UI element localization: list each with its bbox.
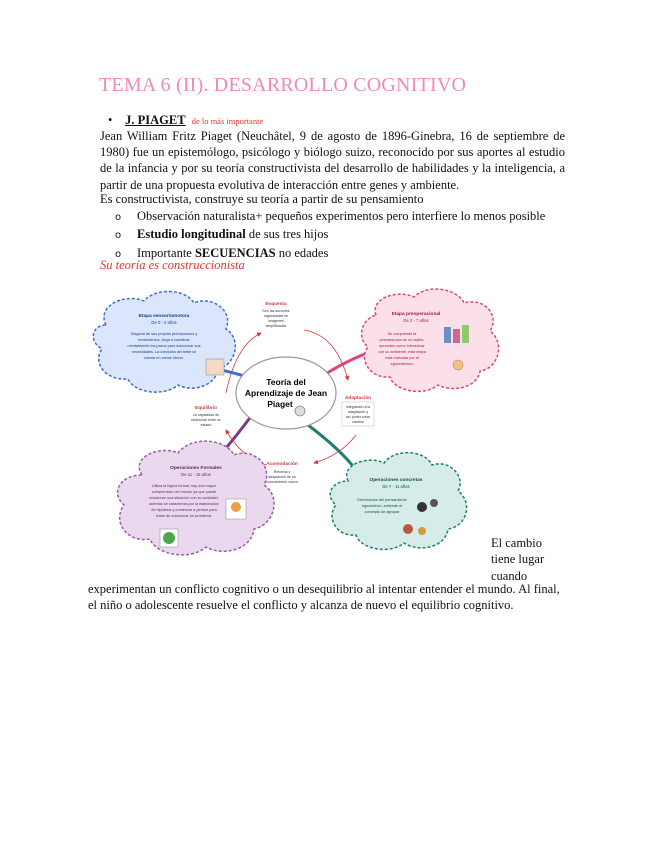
svg-text:con su ambiente, esta etapa: con su ambiente, esta etapa <box>378 350 427 354</box>
svg-text:De 11 - 15 años: De 11 - 15 años <box>181 472 211 477</box>
children-image-icon <box>403 499 438 535</box>
svg-text:así poder crear: así poder crear <box>346 415 371 419</box>
piaget-heading: J. PIAGET <box>125 113 186 127</box>
piaget-mind-map: Teoría del Aprendizaje de Jean Piaget Et… <box>92 288 500 556</box>
circle-bullet-icon: o <box>115 230 122 242</box>
svg-text:de hipótesis y comenzar a pens: de hipótesis y comenzar a pensar para <box>151 508 217 512</box>
svg-text:mentalmente los pasos para sol: mentalmente los pasos para solucionar su… <box>127 344 200 348</box>
svg-text:comprensión del mundo ya que p: comprensión del mundo ya que puede <box>152 490 217 494</box>
svg-text:organizadas en: organizadas en <box>264 314 289 318</box>
svg-text:cambio: cambio <box>352 420 364 424</box>
bullet-dot-icon: • <box>108 113 113 127</box>
svg-text:Adaptación: Adaptación <box>345 395 371 401</box>
biography-paragraph: Jean William Fritz Piaget (Neuchâtel, 9 … <box>100 129 565 192</box>
svg-text:Utiliza la lógica formal, hay: Utiliza la lógica formal, hay una mayor <box>152 484 217 488</box>
svg-text:aprenden como interactuar: aprenden como interactuar <box>379 344 425 348</box>
box-acomodacion: Acomodación Reforma y adaptación de un c… <box>266 461 298 484</box>
svg-text:cuenta en varios ritmos.: cuenta en varios ritmos. <box>144 356 184 360</box>
svg-text:Equilibrio: Equilibrio <box>195 405 217 411</box>
svg-text:además se caracteriza por la e: además se caracteriza por la elaboración <box>149 502 218 506</box>
svg-text:egocéntrico, entiende el: egocéntrico, entiende el <box>362 504 402 508</box>
page-title: TEMA 6 (II). DESARROLLO COGNITIVO <box>99 74 467 96</box>
svg-text:egocentrismo: egocentrismo <box>391 362 414 366</box>
svg-text:Operaciones concretas: Operaciones concretas <box>369 477 422 483</box>
svg-text:estado: estado <box>201 423 212 427</box>
svg-text:Etapa preoperacional: Etapa preoperacional <box>392 311 441 317</box>
teen-image-icon <box>159 498 247 548</box>
svg-text:tratar de solucionar un proble: tratar de solucionar un problema. <box>156 514 212 518</box>
svg-text:está marcada por el: está marcada por el <box>385 356 419 360</box>
svg-text:concepto de agrupar: concepto de agrupar <box>365 510 401 514</box>
baby-image-icon <box>205 358 225 376</box>
svg-text:Reforma y: Reforma y <box>274 470 291 474</box>
svg-text:movimientos, llega a coordinar: movimientos, llega a coordinar <box>138 338 190 342</box>
owl-icon <box>294 405 306 417</box>
cambio-text: El cambio tiene lugar cuando <box>491 536 545 583</box>
box-adaptacion: Adaptación Integración a la adaptación y… <box>341 395 375 427</box>
cloud-concrete: Operaciones concretas De 7 - 11 años Dis… <box>329 451 468 551</box>
circle-bullet-icon: o <box>115 212 122 223</box>
svg-text:Acomodación: Acomodación <box>266 461 298 467</box>
arrow-equilibrio-esquema <box>225 332 262 394</box>
box-esquema: Esquema Son las acciones organizadas en … <box>262 301 289 328</box>
svg-text:conocimiento nuevo: conocimiento nuevo <box>266 480 298 484</box>
circle-bullet-icon: o <box>115 248 122 260</box>
svg-text:Disminución del pensamiento: Disminución del pensamiento <box>357 498 407 502</box>
bullet-piaget: • J. PIAGET de lo más importante <box>108 113 263 128</box>
svg-text:Integración a la: Integración a la <box>346 405 371 409</box>
center-node: Teoría del Aprendizaje de Jean Piaget <box>235 356 337 430</box>
cloud-preoperational: Etapa preoperacional De 2 - 7 años Se co… <box>360 288 500 393</box>
connector-teal <box>307 423 358 471</box>
final-paragraph: experimentan un conflicto cognitivo o un… <box>88 582 560 613</box>
svg-text:Operaciones Formales: Operaciones Formales <box>170 465 222 471</box>
center-line-1: Teoría del <box>266 377 306 387</box>
svg-text:relacionar entre un: relacionar entre un <box>191 418 221 422</box>
svg-text:Se comprende la: Se comprende la <box>388 332 418 336</box>
svg-text:simplificadas: simplificadas <box>266 324 287 328</box>
svg-text:De 2 - 7 años: De 2 - 7 años <box>403 318 428 323</box>
box-equilibrio: Equilibrio La capacidad de relacionar en… <box>191 405 221 427</box>
cloud-sensorimotor: Etapa sensoriomotora De 0 - 2 años Diago… <box>92 290 236 393</box>
constructivist-line: Es constructivista, construye su teoría … <box>100 192 424 206</box>
svg-text:Esquema: Esquema <box>265 301 287 307</box>
arrow-adaptacion-acomodacion <box>313 434 357 465</box>
svg-text:De 0 - 2 años: De 0 - 2 años <box>151 320 176 325</box>
theory-line: Su teoría es construccionista <box>100 258 245 272</box>
svg-text:necesidades. La conducta del b: necesidades. La conducta del bebé se <box>132 350 197 354</box>
svg-text:La capacidad de: La capacidad de <box>193 413 219 417</box>
svg-text:adaptación de un: adaptación de un <box>268 475 296 479</box>
svg-text:imágenes: imágenes <box>268 319 284 323</box>
cloud-formal: Operaciones Formales De 11 - 15 años Uti… <box>116 440 275 556</box>
family-image-icon <box>444 325 469 371</box>
svg-text:adaptación y: adaptación y <box>348 410 369 414</box>
svg-text:relacionar una situación con s: relacionar una situación con su activida… <box>149 496 218 500</box>
svg-text:permanencia de un objeto,: permanencia de un objeto, <box>380 338 425 342</box>
svg-text:Diagona de sus propias percepc: Diagona de sus propias percepciones y <box>131 332 198 336</box>
arrow-esquema-adaptacion <box>303 329 350 381</box>
svg-text:Son las acciones: Son las acciones <box>262 309 289 313</box>
piaget-note: de lo más importante <box>191 116 264 126</box>
svg-text:Etapa sensoriomotora: Etapa sensoriomotora <box>139 313 190 319</box>
center-line-2: Aprendizaje de Jean <box>245 388 327 398</box>
center-line-3: Piaget <box>267 399 293 409</box>
svg-text:De 7 - 11 años: De 7 - 11 años <box>382 484 409 489</box>
